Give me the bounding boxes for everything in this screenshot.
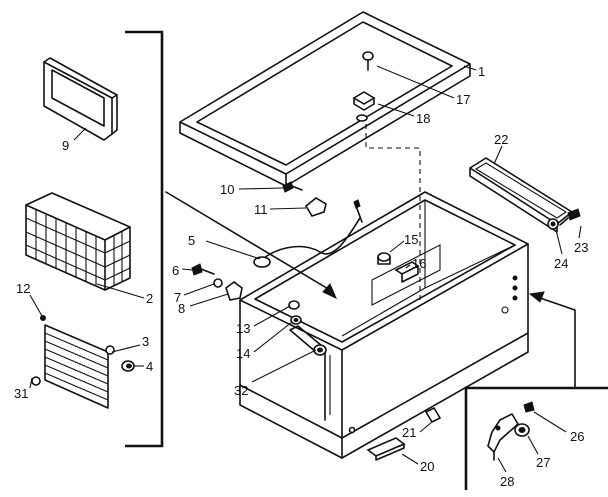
callout-6: 6 bbox=[172, 263, 179, 278]
callout-10: 10 bbox=[220, 182, 234, 197]
part-11-clip bbox=[304, 197, 327, 217]
part-7-washer bbox=[213, 278, 223, 288]
callout-1: 1 bbox=[478, 64, 485, 79]
part-18-latch bbox=[352, 91, 376, 122]
callout-15: 15 bbox=[404, 232, 418, 247]
callout-2: 2 bbox=[146, 291, 153, 306]
arrow-line-2 bbox=[539, 297, 576, 389]
part-4-knob bbox=[121, 360, 135, 372]
part-14-nut bbox=[290, 315, 302, 325]
callout-11: 11 bbox=[254, 202, 268, 217]
part-10-screw bbox=[282, 181, 303, 193]
callout-12: 12 bbox=[16, 281, 30, 296]
callout-18: 18 bbox=[416, 111, 430, 126]
arrow-head-2 bbox=[528, 291, 545, 303]
callout-28: 28 bbox=[500, 474, 514, 489]
callout-5: 5 bbox=[188, 233, 195, 248]
part-23-screw bbox=[559, 208, 581, 226]
part-6-screw bbox=[191, 263, 215, 276]
part-9-liner-panel bbox=[43, 57, 118, 141]
callout-3: 3 bbox=[142, 334, 149, 349]
callout-14: 14 bbox=[236, 346, 250, 361]
part-16-bracket bbox=[394, 261, 420, 283]
callout-21: 21 bbox=[402, 425, 416, 440]
part-17-screw bbox=[362, 51, 374, 71]
part-2-wire-basket bbox=[25, 192, 131, 291]
callout-17: 17 bbox=[456, 92, 470, 107]
callout-26: 26 bbox=[570, 429, 584, 444]
latch-alignment-line bbox=[365, 124, 421, 300]
callout-31: 31 bbox=[14, 386, 28, 401]
callout-27: 27 bbox=[536, 455, 550, 470]
hinge-group-bracket bbox=[464, 386, 608, 490]
cabinet-body bbox=[239, 191, 529, 459]
part-8-knob bbox=[225, 281, 243, 301]
arrow-head-1 bbox=[322, 283, 337, 299]
part-27-bushing bbox=[514, 423, 530, 437]
part-13-cap bbox=[288, 300, 300, 310]
callout-labels: 1 2 3 4 5 6 7 8 9 10 11 12 13 14 15 16 1… bbox=[14, 64, 588, 489]
callout-16: 16 bbox=[412, 256, 426, 271]
callout-13: 13 bbox=[236, 321, 250, 336]
part-12-screw bbox=[40, 315, 46, 321]
part-3-grille-panel bbox=[31, 324, 115, 409]
small-screw bbox=[353, 199, 363, 223]
callout-32: 32 bbox=[234, 383, 248, 398]
callout-24: 24 bbox=[554, 256, 568, 271]
part-21-screw bbox=[424, 406, 442, 424]
part-1-lid bbox=[179, 11, 471, 187]
callout-4: 4 bbox=[146, 359, 153, 374]
arrow-line-1 bbox=[165, 191, 331, 291]
leader-lines bbox=[29, 65, 582, 473]
callout-9: 9 bbox=[62, 138, 69, 153]
part-20-handle bbox=[348, 426, 406, 461]
callout-22: 22 bbox=[494, 132, 508, 147]
part-5-cord bbox=[253, 217, 361, 268]
part-26-screw bbox=[523, 401, 535, 413]
callout-23: 23 bbox=[574, 240, 588, 255]
part-28-hinge bbox=[487, 413, 519, 461]
callout-7: 7 bbox=[174, 290, 181, 305]
left-group-bracket bbox=[125, 30, 164, 448]
part-32-drain-hose bbox=[289, 325, 327, 356]
part-24-washer bbox=[547, 218, 559, 230]
part-15-thermostat bbox=[377, 252, 391, 265]
callout-20: 20 bbox=[420, 459, 434, 474]
callout-8: 8 bbox=[178, 301, 185, 316]
